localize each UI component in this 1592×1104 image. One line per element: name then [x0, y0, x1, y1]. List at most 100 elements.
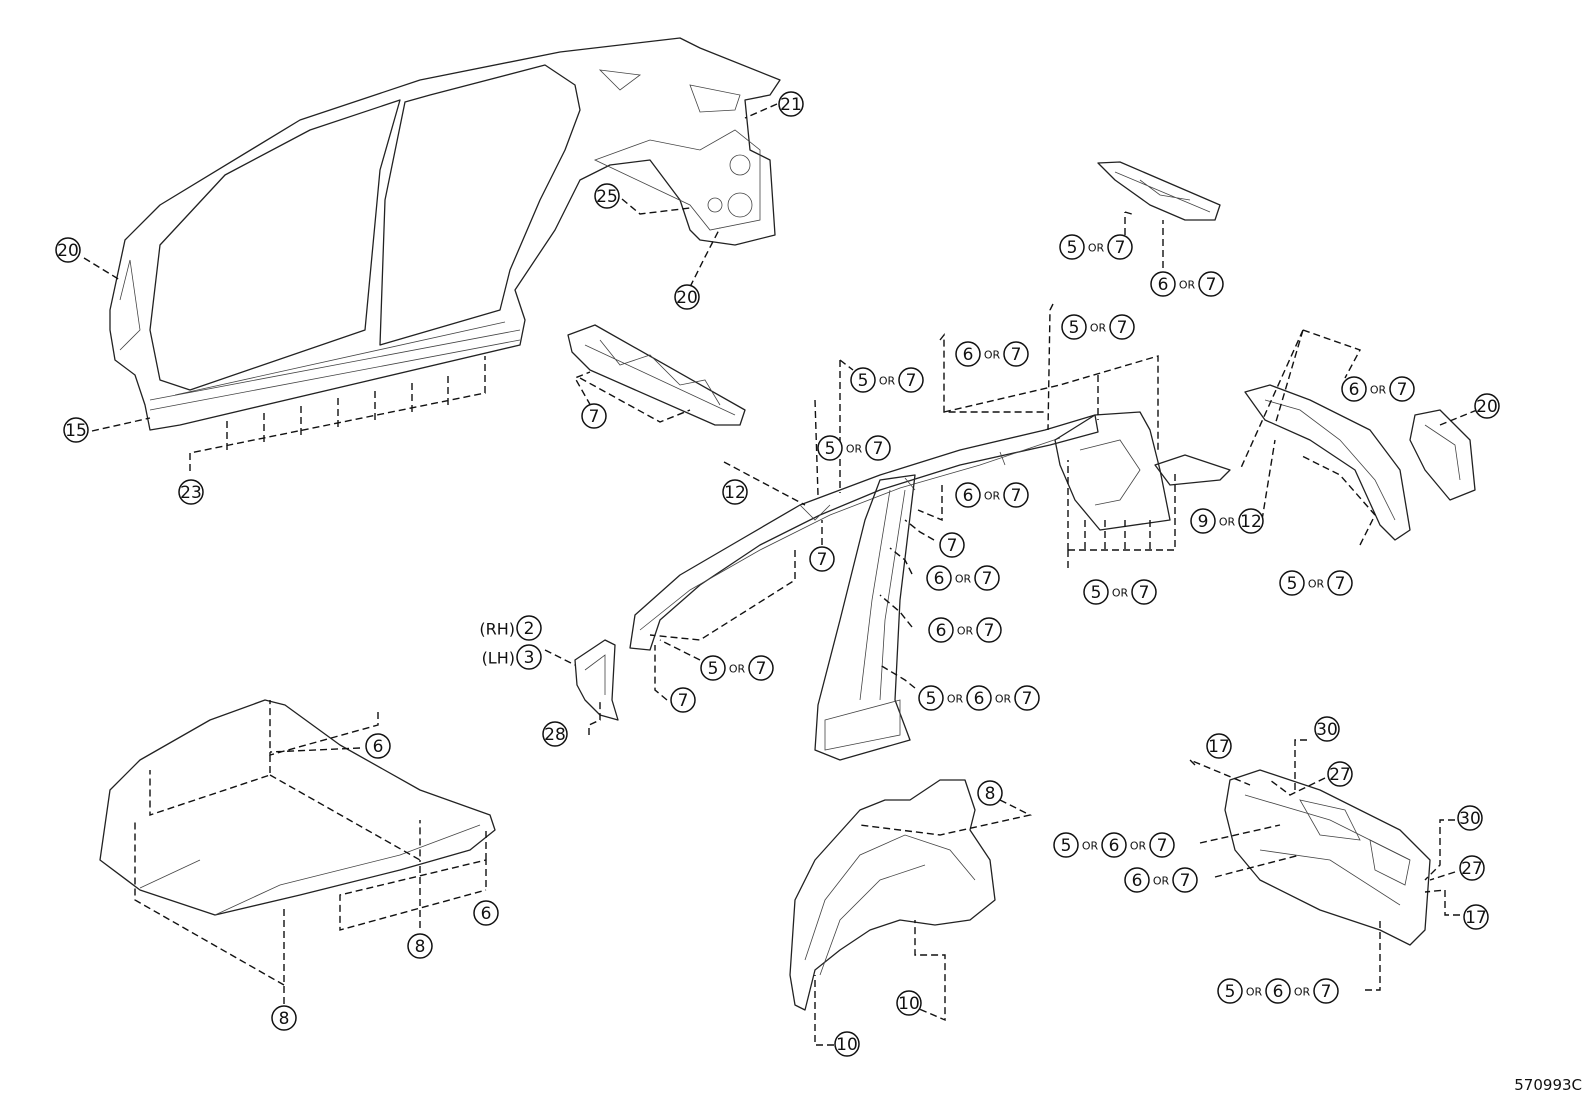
callout-bubble — [976, 617, 1002, 643]
callout-bubble — [977, 780, 1003, 806]
callout-number: 7 — [1011, 486, 1022, 506]
callout-number: 6 — [963, 345, 974, 365]
callout-bubble — [1014, 685, 1040, 711]
callout-number: 5 — [825, 439, 836, 459]
callout-number: 28 — [544, 725, 566, 745]
callout-number: 7 — [1117, 318, 1128, 338]
callout-number: 20 — [1476, 397, 1498, 417]
callout-bubble — [1474, 393, 1500, 419]
callout-c7b: 7 — [809, 546, 835, 572]
callout-bubble — [63, 417, 89, 443]
callout-hood6b: 6 — [473, 900, 499, 926]
callout-bubble — [581, 403, 607, 429]
callout-c8: 8 — [977, 780, 1003, 806]
callout-number: 15 — [65, 421, 87, 441]
or-separator: OR — [984, 490, 1001, 503]
or-separator: OR — [984, 349, 1001, 362]
callout-c15: 15 — [63, 417, 89, 443]
callout-bubble — [1313, 978, 1339, 1004]
callout-bubble — [955, 341, 981, 367]
callout-bubble — [928, 617, 954, 643]
callout-number: 25 — [596, 187, 618, 207]
callout-bubble — [670, 687, 696, 713]
rear-pillar-panel — [1244, 384, 1476, 541]
callout-bubble — [1083, 579, 1109, 605]
callout-bubble — [700, 655, 726, 681]
side-label-lh: (LH) — [482, 649, 515, 668]
callout-number: 5 — [1091, 583, 1102, 603]
hood-panel — [99, 699, 496, 916]
callout-c23: 23 — [178, 479, 204, 505]
body-side-outer-panel — [109, 37, 781, 431]
callout-number: 17 — [1208, 737, 1230, 757]
callout-bubble — [542, 721, 568, 747]
callout-bubble — [1327, 570, 1353, 596]
callout-number: 20 — [676, 288, 698, 308]
callout-number: 5 — [926, 689, 937, 709]
callout-c10b: 10 — [834, 1031, 860, 1057]
callout-hood8a: 8 — [407, 933, 433, 959]
callout-number: 6 — [934, 569, 945, 589]
callout-number: 3 — [524, 648, 535, 668]
callout-c17b: 17 — [1463, 904, 1489, 930]
callout-number: 30 — [1459, 809, 1481, 829]
or-separator: OR — [1090, 322, 1107, 335]
callout-bubble — [966, 685, 992, 711]
callout-number: 27 — [1329, 765, 1351, 785]
callout-bubble — [834, 1031, 860, 1057]
or-separator: OR — [729, 663, 746, 676]
callout-bubble — [748, 655, 774, 681]
callout-bubble — [955, 482, 981, 508]
callout-bubble — [1061, 314, 1087, 340]
callout-bubble — [1109, 314, 1135, 340]
or-separator: OR — [1179, 279, 1196, 292]
callout-bubble — [1389, 376, 1415, 402]
callout-bubble — [1101, 832, 1127, 858]
center-pillar — [814, 474, 916, 761]
callout-bubble — [1198, 271, 1224, 297]
callout-number: 5 — [1061, 836, 1072, 856]
callout-number: 10 — [836, 1035, 858, 1055]
callout-c10a: 10 — [896, 990, 922, 1016]
callout-bubble — [1107, 234, 1133, 260]
callout-c20c: 20 — [1474, 393, 1500, 419]
callout-number: 30 — [1316, 720, 1338, 740]
callout-bubble — [1053, 832, 1079, 858]
or-separator: OR — [1088, 242, 1105, 255]
back-panel-floor — [1224, 769, 1431, 946]
roof-side-rail — [629, 414, 1099, 651]
callout-bubble — [271, 1005, 297, 1031]
callout-number: 7 — [1206, 275, 1217, 295]
or-separator: OR — [1153, 875, 1170, 888]
callout-bubble — [939, 532, 965, 558]
callout-bubble — [1341, 376, 1367, 402]
callout-bubble — [974, 565, 1000, 591]
callout-number: 5 — [1225, 982, 1236, 1002]
callout-number: 5 — [708, 659, 719, 679]
callout-number: 6 — [963, 486, 974, 506]
callout-bubble — [865, 435, 891, 461]
callout-number: 7 — [984, 621, 995, 641]
callout-c7d: 7 — [670, 687, 696, 713]
callout-bubble — [1190, 508, 1216, 534]
callout-bubble — [1217, 978, 1243, 1004]
callout-number: 2 — [524, 619, 535, 639]
callout-bubble — [516, 615, 542, 641]
callout-bubble — [1124, 867, 1150, 893]
or-separator: OR — [1112, 587, 1129, 600]
callout-bubble — [516, 644, 542, 670]
cowl-panel — [567, 324, 746, 426]
